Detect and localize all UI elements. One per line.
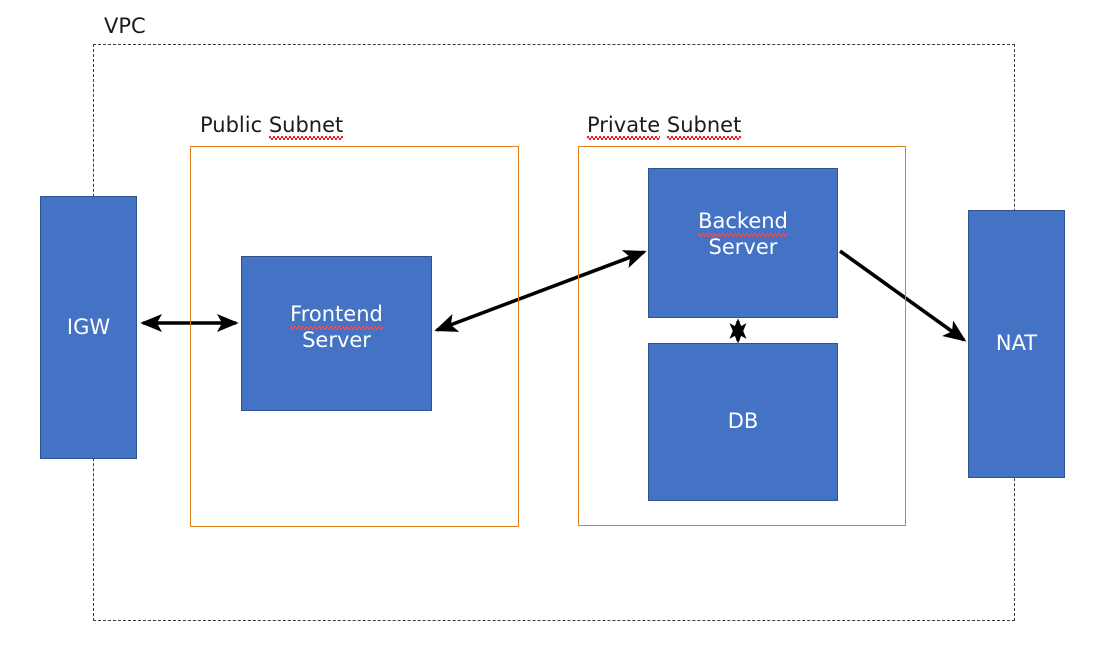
node-nat-label: NAT: [995, 331, 1038, 356]
private-subnet-label-word-2: Subnet: [666, 113, 742, 141]
node-nat[interactable]: NAT: [968, 210, 1065, 478]
node-db-label: DB: [727, 409, 759, 434]
connection-frontend-backend[interactable]: [434, 250, 647, 332]
public-subnet-boundary[interactable]: [190, 146, 519, 527]
private-subnet-label-word-1: Private: [587, 113, 661, 141]
node-db[interactable]: DB: [648, 343, 838, 501]
node-igw-label: IGW: [66, 314, 111, 339]
connection-backend-nat[interactable]: [838, 249, 967, 342]
node-frontend-server-line1: Frontend: [290, 301, 383, 330]
private-subnet-label-space: [660, 113, 667, 137]
vpc-label: VPC: [104, 14, 146, 38]
node-backend-server-line1: Backend: [698, 209, 788, 237]
node-backend-server-line2: Server: [708, 235, 778, 259]
private-subnet-boundary[interactable]: [578, 146, 906, 526]
public-subnet-label-word-1: Public: [200, 113, 269, 137]
public-subnet-label-word-2: Subnet: [268, 113, 344, 141]
private-subnet-label: Private Subnet: [587, 113, 742, 141]
node-frontend-server-line2: Server: [302, 327, 371, 352]
node-igw[interactable]: IGW: [40, 196, 137, 459]
public-subnet-label: Public Subnet: [200, 113, 344, 141]
